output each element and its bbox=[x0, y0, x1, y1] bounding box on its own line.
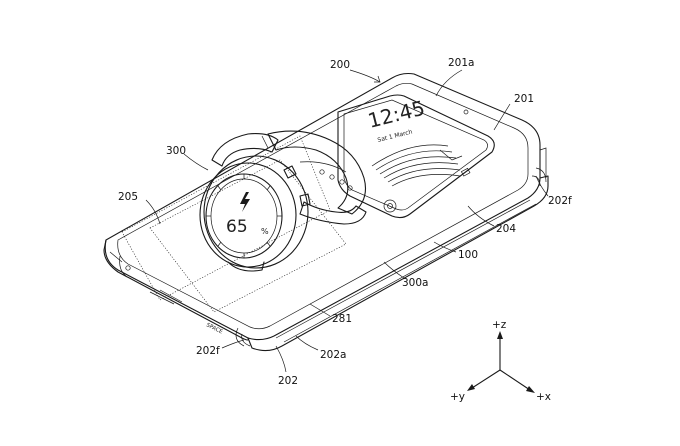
cover-panel-outline bbox=[121, 135, 331, 301]
label-202a: 202a bbox=[320, 349, 346, 361]
label-200: 200 bbox=[330, 59, 350, 71]
charging-bolt-icon bbox=[240, 192, 250, 212]
leader-lines bbox=[145, 69, 549, 373]
label-300a: 300a bbox=[402, 277, 428, 289]
watch-battery-unit: % bbox=[261, 227, 269, 236]
charging-area-outline bbox=[149, 159, 347, 313]
axis-y-label: +y bbox=[450, 391, 465, 403]
label-281: 281 bbox=[332, 313, 352, 325]
axis-z-label: +z bbox=[492, 319, 507, 331]
label-204: 204 bbox=[496, 223, 516, 235]
axis-x-label: +x bbox=[536, 391, 551, 403]
label-202: 202 bbox=[278, 375, 298, 387]
label-202f-left: 202f bbox=[196, 345, 220, 357]
phone-date: Sat 1 March bbox=[377, 128, 414, 143]
label-201: 201 bbox=[514, 93, 534, 105]
phone-cover-body bbox=[103, 72, 549, 352]
smartwatch bbox=[199, 130, 367, 272]
label-202f-right: 202f bbox=[548, 195, 572, 207]
label-201a: 201a bbox=[448, 57, 474, 69]
label-205: 205 bbox=[118, 191, 138, 203]
phone-screen-window bbox=[337, 94, 495, 219]
label-100: 100 bbox=[458, 249, 478, 261]
label-300: 300 bbox=[166, 145, 186, 157]
watch-battery-value: 65 bbox=[226, 217, 248, 237]
coordinate-axes bbox=[467, 331, 535, 393]
